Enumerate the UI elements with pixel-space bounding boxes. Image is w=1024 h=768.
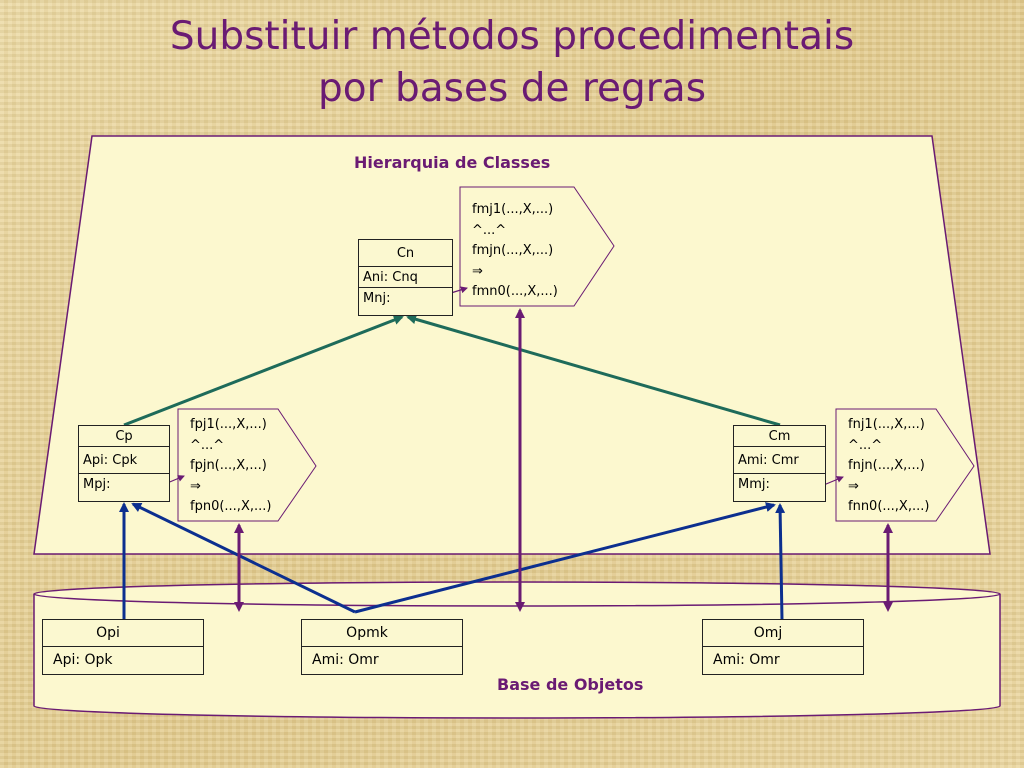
rule-line: fnn0(...,X,...) (848, 499, 930, 514)
object-name-opi: Opi (43, 620, 203, 647)
rule-line: fpjn(...,X,...) (190, 458, 267, 473)
object-attr-omj: Ami: Omr (713, 652, 780, 668)
object-box-opi[interactable]: Opi Api: Opk (42, 619, 204, 675)
object-name-omj: Omj (703, 620, 863, 647)
hierarchy-label: Hierarquia de Classes (354, 153, 551, 172)
class-method-cn: Mnj: (363, 291, 391, 306)
class-box-cm[interactable]: Cm Ami: Cmr Mmj: (733, 425, 826, 502)
object-attr-opi: Api: Opk (53, 652, 113, 668)
instance-arrow-opmk-cm (354, 502, 776, 614)
class-attr-cp: Api: Cpk (79, 447, 169, 474)
rule-line: fmjn(...,X,...) (472, 243, 554, 258)
object-box-omj[interactable]: Omj Ami: Omr (702, 619, 864, 675)
class-box-cn[interactable]: Cn Ani: Cnq Mnj: (358, 239, 453, 316)
class-name-cn: Cn (359, 240, 452, 267)
inheritance-arrow-cm-cn (406, 314, 781, 427)
rule-line: fmn0(...,X,...) (472, 284, 558, 299)
rule-text-cp: fpj1(...,X,...) ^...^ fpjn(...,X,...) ⇒ … (178, 415, 308, 518)
rule-line: ^...^ (190, 437, 225, 453)
class-attr-cm: Ami: Cmr (734, 447, 825, 474)
rule-shape-cn (459, 186, 615, 307)
class-name-cm: Cm (734, 426, 825, 447)
rule-line: ^...^ (472, 222, 507, 238)
rule-shape-cp (177, 408, 317, 522)
rule-text-cm: fnj1(...,X,...) ^...^ fnjn(...,X,...) ⇒ … (836, 415, 966, 518)
rule-line: ⇒ (190, 478, 201, 494)
object-base-label: Base de Objetos (497, 675, 644, 694)
rule-text-cn: fmj1(...,X,...) ^...^ fmjn(...,X,...) ⇒ … (460, 200, 600, 303)
rule-line: ⇒ (848, 478, 859, 494)
class-attr-cn: Ani: Cnq (359, 267, 452, 288)
class-method-cp: Mpj: (83, 477, 111, 492)
object-box-opmk[interactable]: Opmk Ami: Omr (301, 619, 463, 675)
rule-line: fnjn(...,X,...) (848, 458, 925, 473)
rule-line: fmj1(...,X,...) (472, 202, 554, 217)
rule-line: fnj1(...,X,...) (848, 417, 925, 432)
slide-title-line-2: por bases de regras (317, 66, 707, 111)
inheritance-arrow-cp-cn (123, 315, 404, 427)
rule-shape-cm (835, 408, 975, 522)
object-base-cylinder-top (33, 581, 1001, 607)
rule-line: fpn0(...,X,...) (190, 499, 272, 514)
instance-arrow-opmk-cp (131, 502, 356, 614)
rule-line: ^...^ (848, 437, 883, 453)
slide-title-line-1: Substituir métodos procedimentais (169, 14, 855, 59)
object-name-opmk: Opmk (302, 620, 462, 647)
object-attr-opmk: Ami: Omr (312, 652, 379, 668)
class-method-cm: Mmj: (738, 477, 770, 492)
class-box-cp[interactable]: Cp Api: Cpk Mpj: (78, 425, 170, 502)
instance-arrow-omj-cm (775, 503, 786, 621)
rule-line: fpj1(...,X,...) (190, 417, 267, 432)
class-name-cp: Cp (79, 426, 169, 447)
rule-line: ⇒ (472, 263, 483, 279)
